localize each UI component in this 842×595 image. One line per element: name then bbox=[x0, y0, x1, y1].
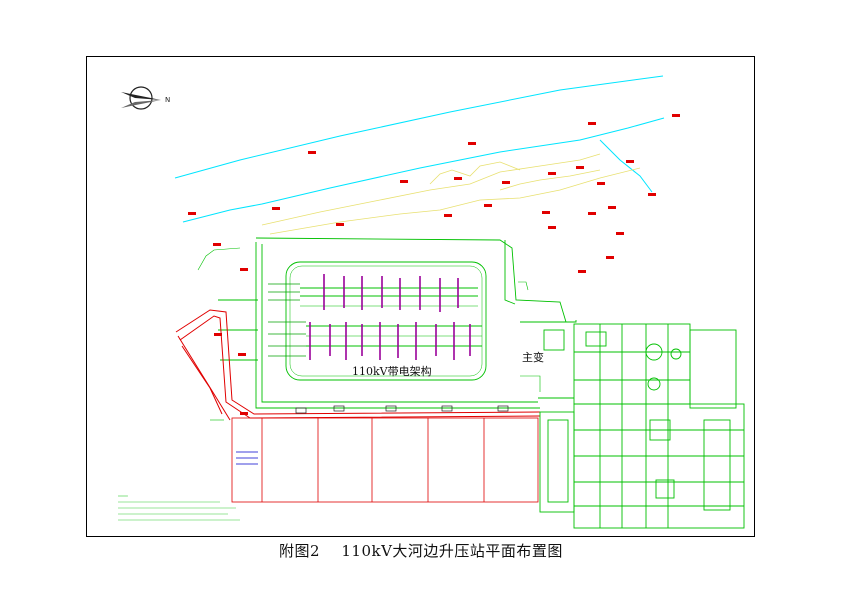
bus-structure-ties bbox=[268, 283, 306, 357]
switchyard-right bbox=[520, 321, 745, 529]
figure-number: 附图2 bbox=[279, 542, 321, 560]
bus-structure-columns bbox=[309, 274, 471, 360]
main-transformer-label: 主变 bbox=[522, 350, 544, 364]
bus-structure-label: 110kV带电架构 bbox=[352, 364, 432, 378]
survey-points bbox=[188, 114, 680, 415]
north-arrow-label: N bbox=[165, 96, 170, 104]
figure-title: 110kV大河边升压站平面布置图 bbox=[341, 542, 563, 560]
drawing-border bbox=[86, 56, 755, 537]
north-arrow-icon: N bbox=[121, 86, 170, 110]
bus-structure-frames bbox=[300, 287, 482, 347]
note-lines bbox=[118, 495, 240, 521]
site-boundary bbox=[218, 237, 577, 409]
embankment-lines bbox=[261, 153, 641, 235]
lower-bay-markers bbox=[295, 405, 509, 414]
figure-caption: 附图2 110kV大河边升压站平面布置图 bbox=[0, 540, 842, 561]
detail-strokes bbox=[197, 247, 541, 421]
lower-bay-grid bbox=[231, 417, 539, 503]
river-edge-lines bbox=[174, 75, 665, 223]
